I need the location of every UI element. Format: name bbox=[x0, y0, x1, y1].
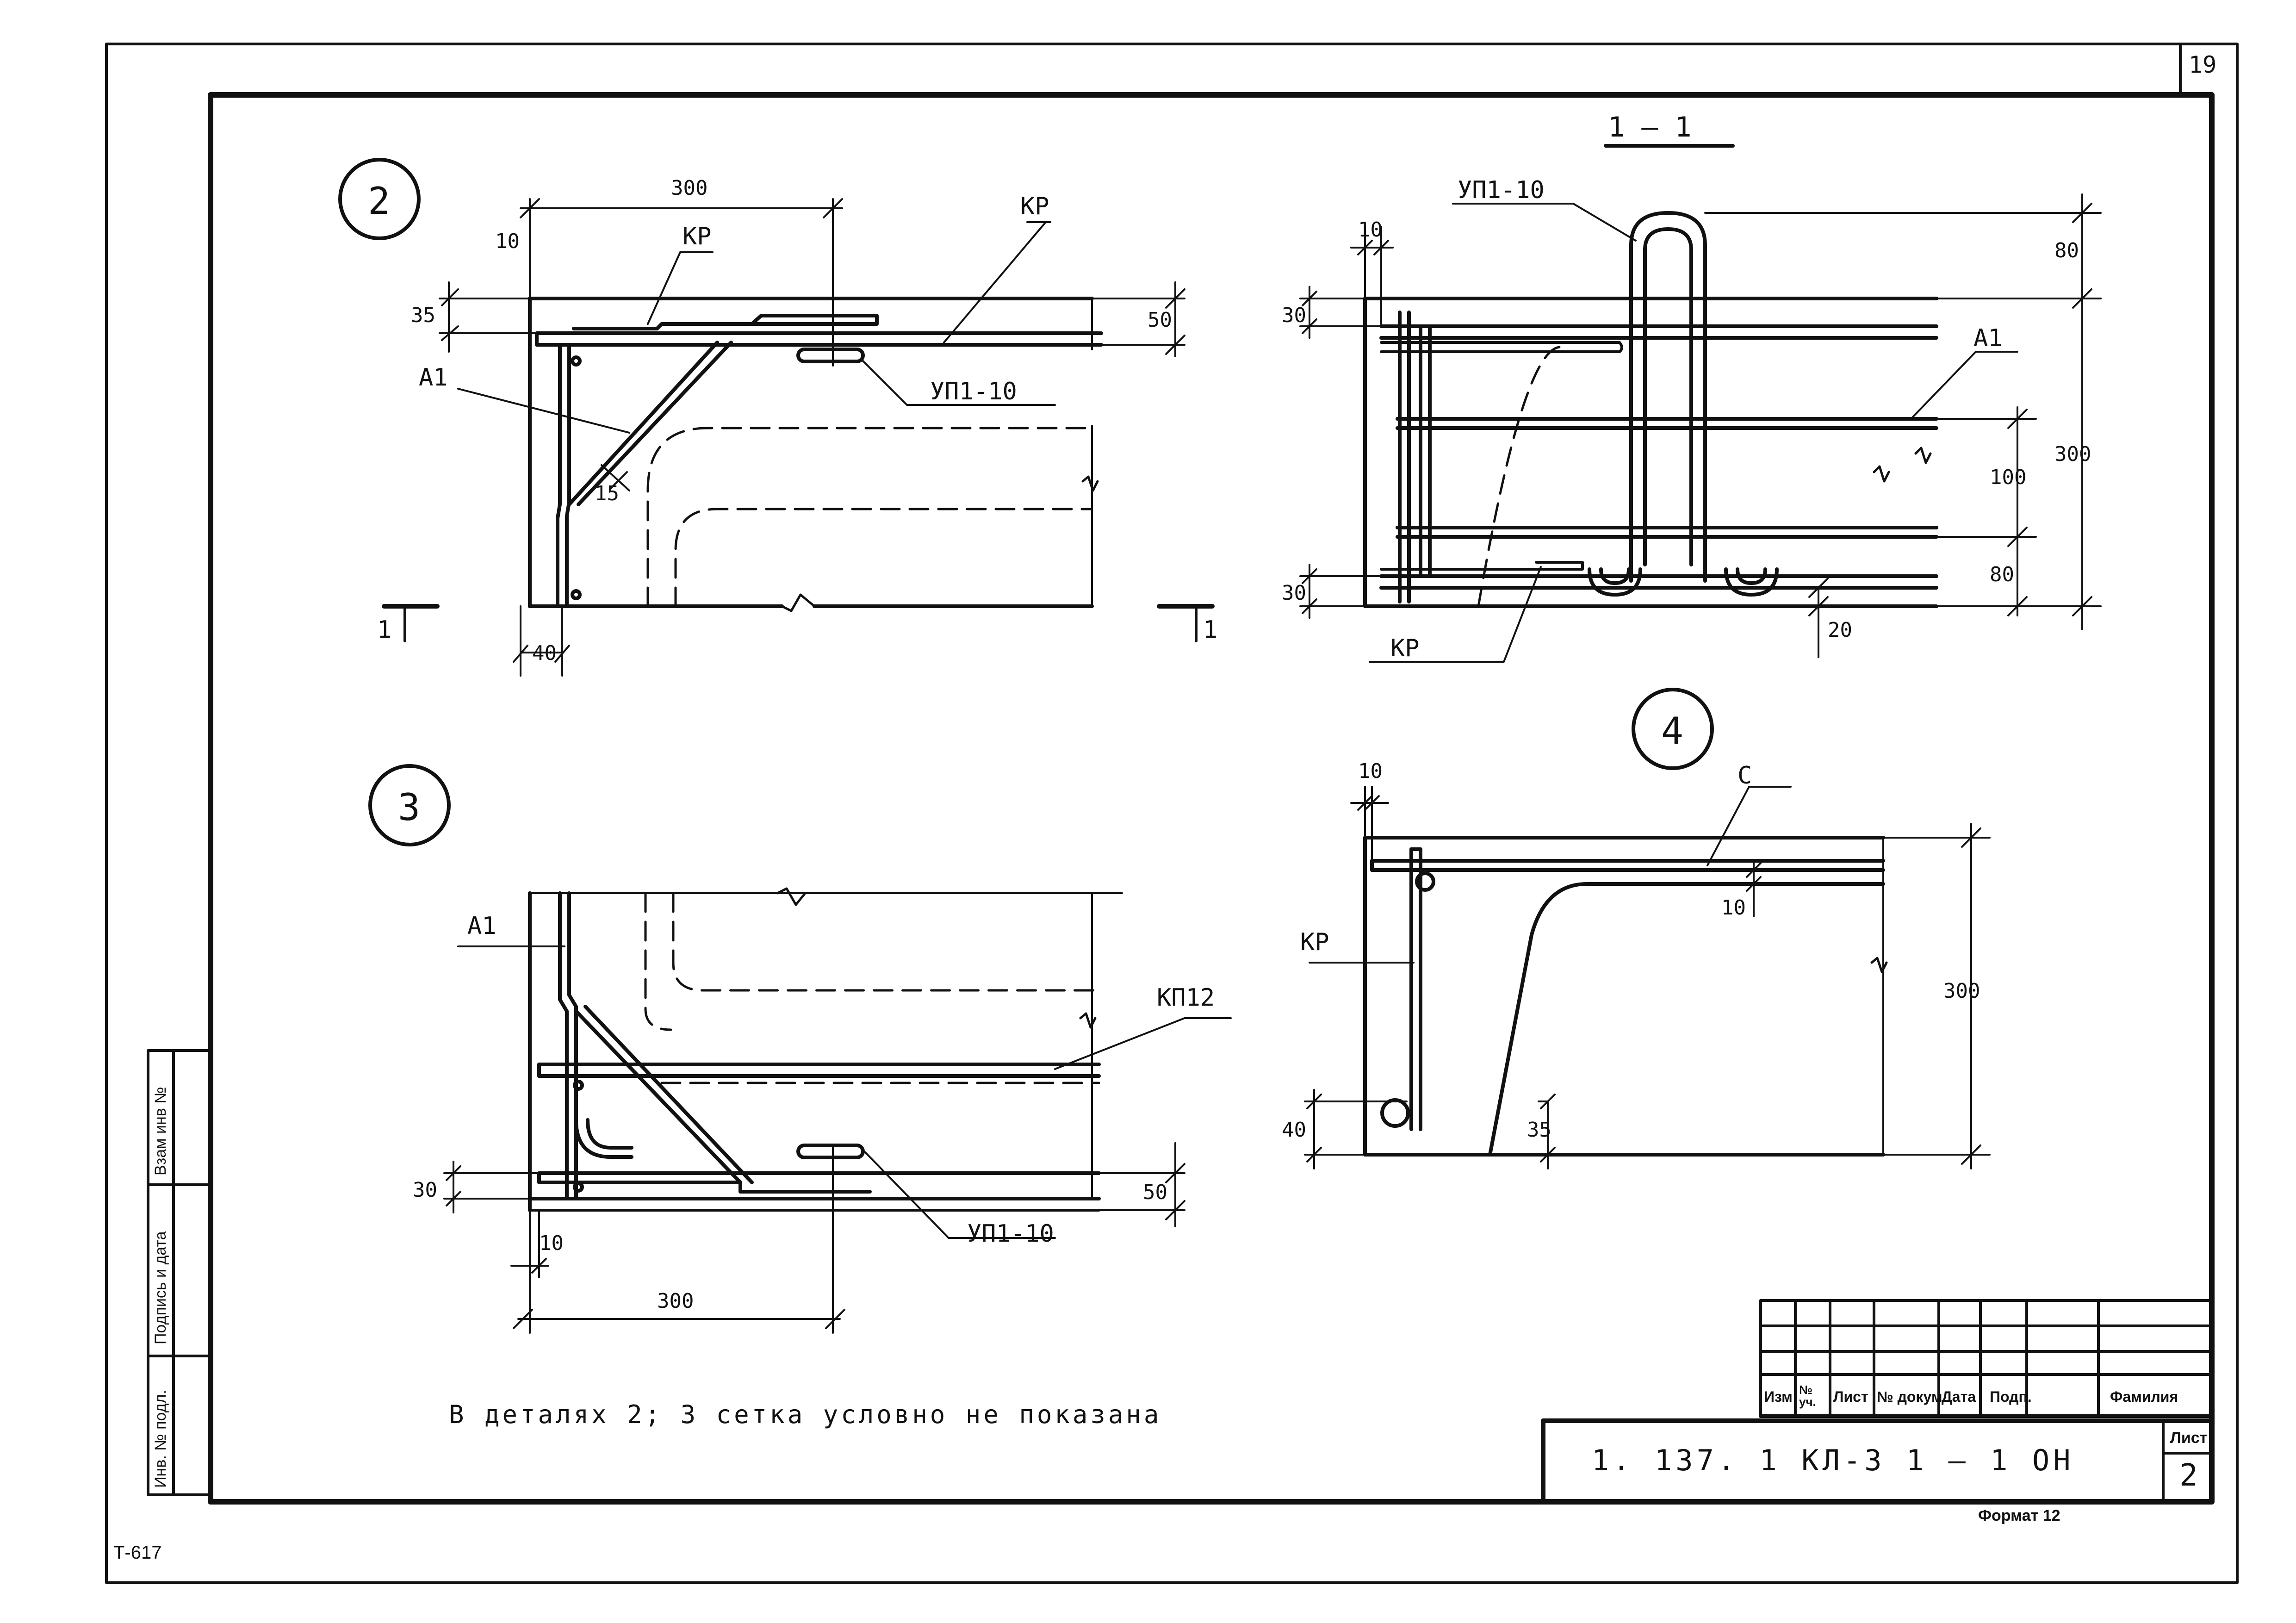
s11-dim-100: 100 bbox=[1990, 466, 2027, 489]
s11-label-kr: КР bbox=[1390, 634, 1420, 662]
d2-dim-10: 10 bbox=[495, 230, 520, 253]
d4-label-kr: КР bbox=[1300, 928, 1329, 956]
s11-dim-80-bottom: 80 bbox=[1990, 563, 2014, 586]
s11-dim-20: 20 bbox=[1828, 618, 1852, 642]
d4-label-c: С bbox=[1738, 762, 1752, 790]
tb-header-list: Лист bbox=[1833, 1388, 1868, 1405]
d2-label-up: УП1-10 bbox=[930, 378, 1017, 405]
tb-header-no-uch: № уч. bbox=[1799, 1383, 1816, 1409]
d3-dim-300: 300 bbox=[657, 1289, 694, 1313]
d4-dim-300: 300 bbox=[1943, 979, 1980, 1003]
d2-label-kr-bar: КР bbox=[683, 223, 712, 250]
tb-document-code: 1. 137. 1 КЛ-3 1 — 1 ОН bbox=[1592, 1443, 2074, 1477]
d3-dim-50: 50 bbox=[1143, 1181, 1167, 1204]
cut-marker-right: 1 bbox=[1203, 616, 1218, 644]
side-replace-inv: Взам инв № bbox=[152, 1087, 169, 1175]
s11-dim-80-top: 80 bbox=[2054, 239, 2079, 262]
outer-frame bbox=[105, 43, 2239, 1584]
d3-dim-10: 10 bbox=[539, 1231, 564, 1255]
tb-header-doc: № докум bbox=[1877, 1388, 1942, 1405]
detail-4 bbox=[1304, 688, 1991, 1169]
d4-dim-10-inner: 10 bbox=[1721, 896, 1746, 920]
tb-header-surname: Фамилия bbox=[2110, 1388, 2178, 1405]
s11-dim-300: 300 bbox=[2054, 442, 2091, 466]
d4-dim-40: 40 bbox=[1282, 1118, 1306, 1142]
section-1-1 bbox=[1299, 144, 2102, 663]
d3-label-kp: КП12 bbox=[1157, 984, 1215, 1012]
s11-dim-30-bottom: 30 bbox=[1282, 581, 1306, 605]
d2-dim-15: 15 bbox=[595, 482, 619, 505]
s11-label-up: УП1-10 bbox=[1458, 176, 1545, 204]
detail-3-number: 3 bbox=[398, 786, 421, 829]
d3-dim-30: 30 bbox=[413, 1178, 437, 1202]
tb-sheet-label: Лист bbox=[2170, 1429, 2208, 1447]
side-sign-date: Подпись и дата bbox=[152, 1231, 169, 1344]
detail-2 bbox=[338, 158, 1215, 677]
format-label: Формат 12 bbox=[1978, 1507, 2060, 1524]
detail-4-number: 4 bbox=[1661, 709, 1684, 752]
detail-3 bbox=[368, 764, 1232, 1334]
drawing-note: В деталях 2; 3 сетка условно не показана bbox=[449, 1400, 1162, 1429]
d4-dim-35: 35 bbox=[1527, 1118, 1551, 1142]
s11-dim-30-top: 30 bbox=[1282, 304, 1306, 327]
corner-code: Т-617 bbox=[113, 1542, 162, 1563]
tb-header-izm: Изм bbox=[1764, 1388, 1793, 1405]
d4-dim-10: 10 bbox=[1358, 759, 1383, 783]
d2-dim-40: 40 bbox=[532, 641, 557, 665]
d3-label-a1: А1 bbox=[467, 912, 496, 940]
d2-dim-35: 35 bbox=[411, 304, 435, 327]
inner-frame bbox=[208, 92, 2215, 1505]
section-title: 1 — 1 bbox=[1608, 111, 1692, 143]
d3-label-up: УП1-10 bbox=[967, 1220, 1054, 1248]
cut-marker-left: 1 bbox=[377, 616, 392, 644]
s11-label-a1: А1 bbox=[1973, 324, 2003, 352]
tb-header-date: Дата bbox=[1942, 1388, 1976, 1405]
d2-label-kr: КР bbox=[1020, 193, 1049, 220]
title-block bbox=[1541, 1299, 2214, 1504]
s11-dim-10: 10 bbox=[1358, 218, 1383, 242]
tb-header-sign: Подп. bbox=[1990, 1388, 2032, 1405]
page-number: 19 bbox=[2189, 51, 2217, 78]
d2-dim-300: 300 bbox=[671, 176, 708, 200]
tb-sheet-number: 2 bbox=[2179, 1457, 2198, 1493]
d2-dim-50: 50 bbox=[1148, 308, 1172, 332]
detail-2-number: 2 bbox=[368, 180, 391, 223]
d2-label-a1: А1 bbox=[419, 364, 448, 392]
side-stamp bbox=[147, 1049, 212, 1496]
side-inv-no: Инв. № подл. bbox=[152, 1390, 169, 1488]
